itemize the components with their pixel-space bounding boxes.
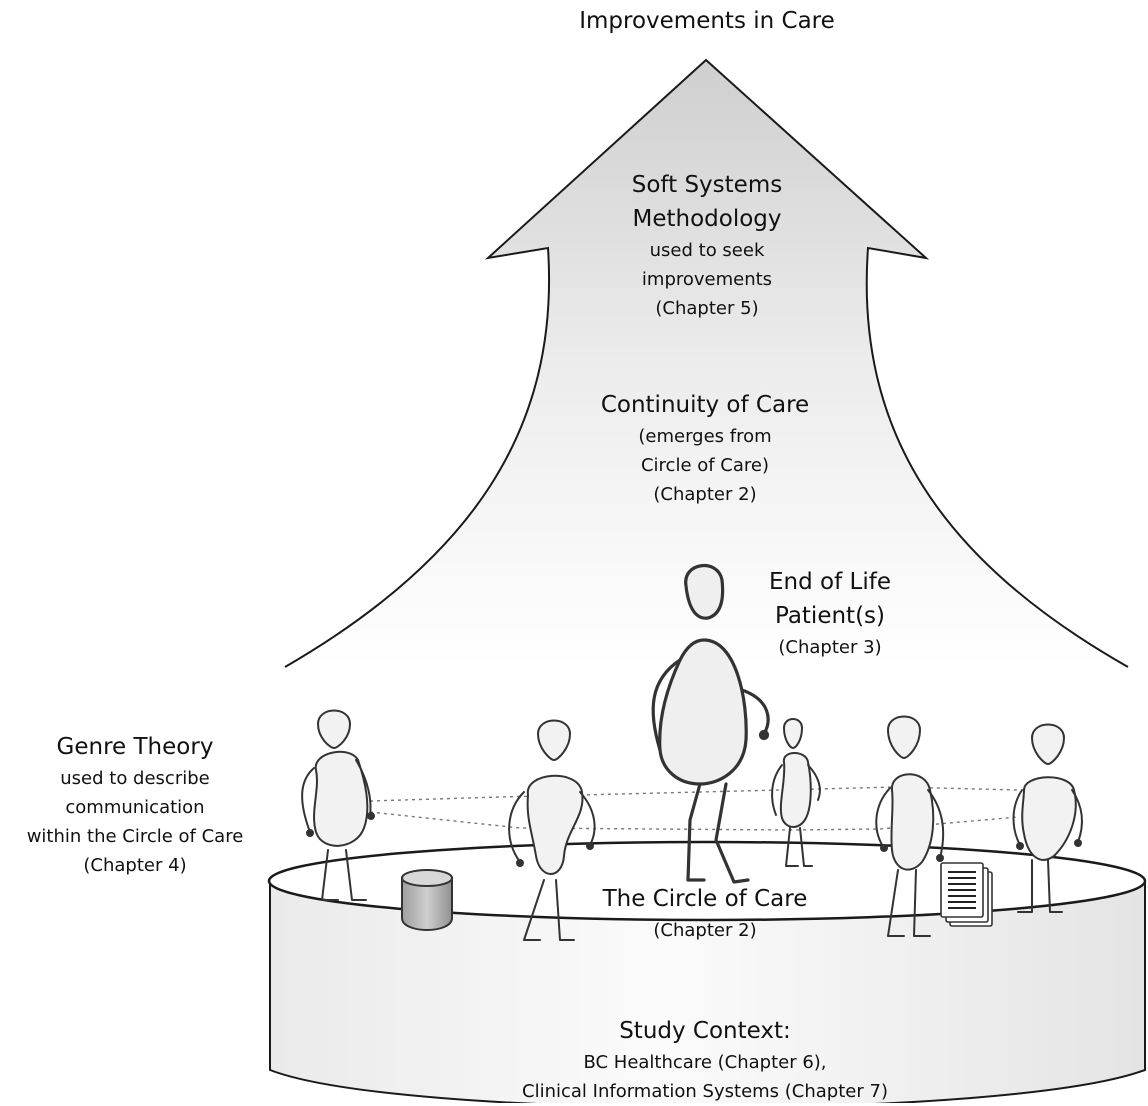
- genre-line-2: communication: [65, 797, 205, 818]
- care-person-4: [875, 715, 945, 937]
- care-person-3: [771, 718, 821, 867]
- continuity-line-2: Circle of Care): [640, 455, 770, 476]
- ssm-chapter: (Chapter 5): [655, 298, 759, 319]
- circle-of-care-platform: [267, 840, 1147, 922]
- care-person-2: [508, 719, 596, 941]
- ssm-title-1: Soft Systems: [631, 172, 783, 198]
- circle-chapter: (Chapter 2): [653, 920, 757, 941]
- continuity-title: Continuity of Care: [600, 392, 810, 418]
- circle-of-care-label: The Circle of Care (Chapter 2): [555, 882, 855, 945]
- database-icon: [401, 869, 453, 931]
- ssm-label: Soft Systems Methodology used to seek im…: [557, 168, 857, 323]
- continuity-chapter: (Chapter 2): [653, 484, 757, 505]
- document-stack-icon: [940, 862, 993, 927]
- context-line-1: BC Healthcare (Chapter 6),: [583, 1052, 827, 1073]
- circle-title: The Circle of Care: [602, 886, 808, 912]
- patient-chapter: (Chapter 3): [778, 637, 882, 658]
- context-line-2: Clinical Information Systems (Chapter 7): [522, 1081, 888, 1102]
- care-person-1: [301, 709, 375, 901]
- patient-label: End of Life Patient(s) (Chapter 3): [730, 565, 930, 662]
- patient-title-1: End of Life: [769, 569, 891, 595]
- genre-line-1: used to describe: [60, 768, 210, 789]
- ssm-line-2: improvements: [641, 269, 773, 290]
- patient-title-2: Patient(s): [774, 603, 885, 629]
- study-context-label: Study Context: BC Healthcare (Chapter 6)…: [480, 1014, 930, 1106]
- continuity-line-1: (emerges from: [638, 426, 772, 447]
- improvement-arrow-outline: [284, 58, 1129, 668]
- genre-line-3: within the Circle of Care: [26, 826, 244, 847]
- ssm-title-2: Methodology: [632, 206, 782, 232]
- context-title: Study Context:: [619, 1018, 791, 1044]
- genre-label: Genre Theory used to describe communicat…: [0, 730, 270, 880]
- care-person-5: [1012, 723, 1083, 913]
- improvement-arrow: [285, 60, 1128, 667]
- genre-title: Genre Theory: [56, 734, 214, 760]
- patient-figure: [651, 564, 770, 884]
- continuity-label: Continuity of Care (emerges from Circle …: [555, 388, 855, 509]
- genre-chapter: (Chapter 4): [83, 855, 187, 876]
- ssm-line-1: used to seek: [649, 240, 765, 261]
- top-title: Improvements in Care: [579, 8, 835, 34]
